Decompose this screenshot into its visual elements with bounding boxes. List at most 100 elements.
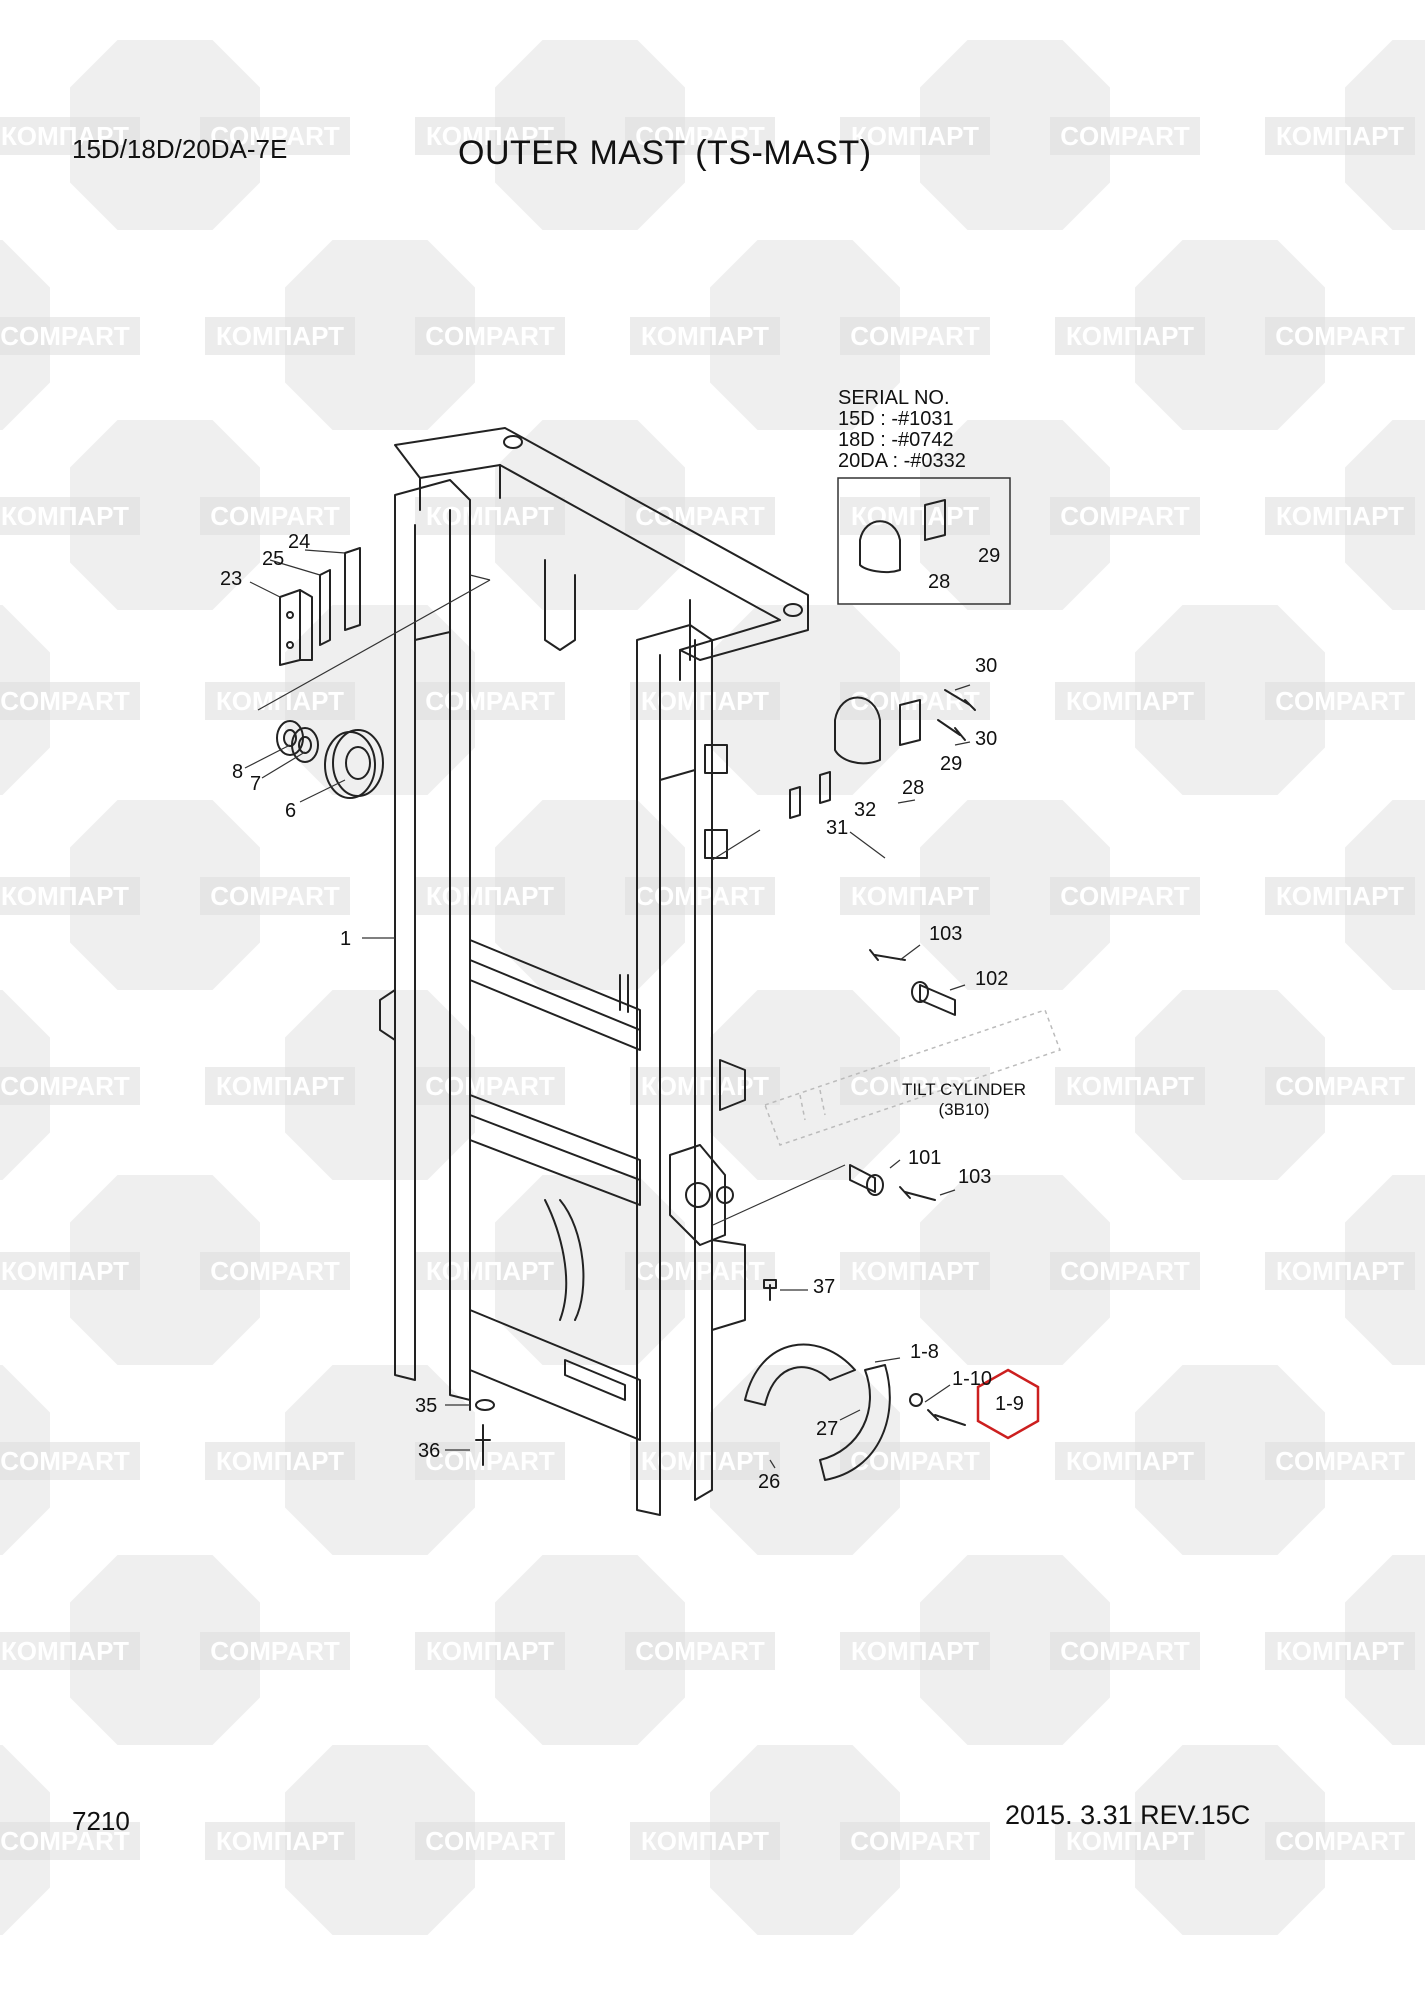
watermark-text: COMPART <box>0 686 130 716</box>
watermark-hexagon <box>285 605 475 795</box>
watermark-text: COMPART <box>0 1071 130 1101</box>
watermark-band <box>1050 877 1200 915</box>
watermark-text: COMPART <box>1060 501 1190 531</box>
watermark-hexagon <box>495 1555 685 1745</box>
watermark-text: COMPART <box>850 1826 980 1856</box>
watermark-text: COMPART <box>635 121 765 151</box>
top-crossbeam <box>394 427 809 661</box>
watermark-text: COMPART <box>1275 686 1405 716</box>
watermark-hexagon <box>285 1365 475 1555</box>
left-rail <box>394 479 471 1401</box>
watermark-text: COMPART <box>1275 1446 1405 1476</box>
watermark-text: КОМПАРТ <box>216 1071 344 1101</box>
callout-1-10: 1-10 <box>952 1368 992 1390</box>
watermark-text: КОМПАРТ <box>851 501 979 531</box>
page-number: 7210 <box>72 1806 130 1836</box>
watermark-band <box>1265 317 1415 355</box>
right-rail <box>636 624 713 1516</box>
watermark-text: КОМПАРТ <box>851 881 979 911</box>
watermark-hexagon <box>710 605 900 795</box>
watermark-hexagon <box>920 420 1110 610</box>
watermark-band <box>630 317 780 355</box>
watermark-text: COMPART <box>1060 881 1190 911</box>
date-revision: 2015. 3.31 REV.15C <box>1005 1800 1251 1830</box>
callout-29: 29 <box>940 753 962 775</box>
callout-1: 1 <box>340 928 351 950</box>
watermark-band <box>200 1252 350 1290</box>
watermark-text: COMPART <box>635 1636 765 1666</box>
watermark-text: COMPART <box>0 321 130 351</box>
callout-32: 32 <box>854 799 876 821</box>
watermark-band <box>1050 1632 1200 1670</box>
watermark-text: КОМПАРТ <box>641 1446 769 1476</box>
watermark-band <box>840 317 990 355</box>
watermark-hexagon <box>495 40 685 230</box>
watermark-band <box>840 1252 990 1290</box>
watermark-text: КОМПАРТ <box>1066 1071 1194 1101</box>
watermark-text: COMPART <box>1060 1256 1190 1286</box>
watermark-text: COMPART <box>425 1446 555 1476</box>
watermark-band <box>0 1822 140 1860</box>
watermark-text: КОМПАРТ <box>1066 1826 1194 1856</box>
callout-101: 101 <box>908 1147 941 1169</box>
watermark-text: COMPART <box>210 1636 340 1666</box>
watermark-hexagon <box>285 240 475 430</box>
watermark-band <box>840 1632 990 1670</box>
watermark-band <box>1055 317 1205 355</box>
watermark-band <box>1050 117 1200 155</box>
callout-24: 24 <box>288 531 310 553</box>
callout-30: 30 <box>975 655 997 677</box>
watermark-hexagon <box>70 420 260 610</box>
watermark-text: COMPART <box>850 321 980 351</box>
callout-35: 35 <box>415 1395 437 1417</box>
watermark-text: КОМПАРТ <box>1276 1636 1404 1666</box>
watermark-band <box>840 1822 990 1860</box>
watermark-band <box>205 1067 355 1105</box>
watermark-band <box>625 877 775 915</box>
watermark-text: КОМПАРТ <box>851 121 979 151</box>
watermark-band <box>1265 117 1415 155</box>
watermark-hexagon <box>70 1555 260 1745</box>
watermark-hexagon <box>1135 605 1325 795</box>
watermark-text: КОМПАРТ <box>641 1826 769 1856</box>
watermark-hexagon <box>70 40 260 230</box>
watermark-text: КОМПАРТ <box>851 1636 979 1666</box>
tilt-cylinder-note: TILT CYLINDER (3B10) <box>902 1080 1026 1120</box>
watermark-text: COMPART <box>1060 1636 1190 1666</box>
watermark-band <box>630 1067 780 1105</box>
watermark-text: КОМПАРТ <box>1 1636 129 1666</box>
watermark-hexagon <box>710 1745 900 1935</box>
watermark-band <box>1265 1067 1415 1105</box>
watermark-band <box>200 117 350 155</box>
callout-23: 23 <box>220 568 242 590</box>
watermark-band <box>415 1067 565 1105</box>
watermark-band <box>205 317 355 355</box>
watermark-text: КОМПАРТ <box>1066 686 1194 716</box>
watermark-band <box>0 1067 140 1105</box>
watermark-text: КОМПАРТ <box>426 1256 554 1286</box>
watermark-text: COMPART <box>0 1446 130 1476</box>
watermark-band <box>415 1252 565 1290</box>
watermark-band <box>1055 682 1205 720</box>
watermark-text: COMPART <box>210 1256 340 1286</box>
watermark-hexagon <box>710 240 900 430</box>
callout-29-secondary: 29 <box>978 545 1000 567</box>
watermark-hexagon <box>920 1555 1110 1745</box>
callout-31: 31 <box>826 817 848 839</box>
bottom-plate <box>469 1309 641 1441</box>
serial-box-frame <box>837 477 1011 605</box>
watermark-band <box>1050 1252 1200 1290</box>
watermark-band <box>415 497 565 535</box>
watermark-band <box>840 877 990 915</box>
watermark-text: COMPART <box>210 501 340 531</box>
watermark-band <box>205 682 355 720</box>
watermark-text: КОМПАРТ <box>1276 501 1404 531</box>
watermark-band <box>625 497 775 535</box>
watermark-text: КОМПАРТ <box>1066 1446 1194 1476</box>
watermark-band <box>0 1632 140 1670</box>
watermark-hexagon <box>1135 990 1325 1180</box>
watermark-text: COMPART <box>635 501 765 531</box>
watermark-band <box>1265 1822 1415 1860</box>
